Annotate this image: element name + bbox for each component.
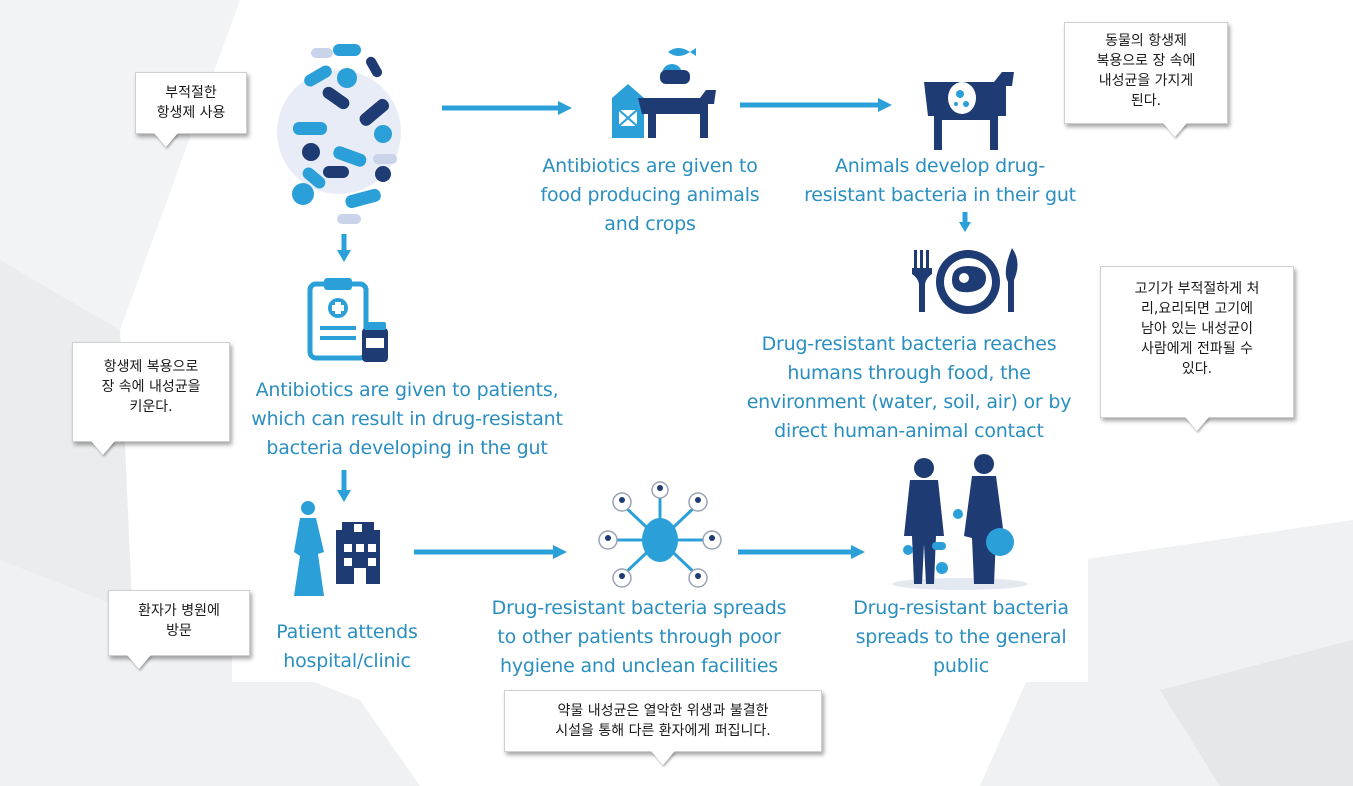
caption-spreads-patients: Drug-resistant bacteria spreads to other… <box>491 597 787 677</box>
pills-icon <box>277 44 401 224</box>
caption-patient-attends: Patient attends hospital/clinic <box>276 621 418 672</box>
callout-meat: 고기가 부적절하게 처 리,요리되면 고기에 남아 있는 내성균이 사람에게 전… <box>1100 266 1294 418</box>
caption-animals-develop: Animals develop drug- resistant bacteria… <box>804 155 1076 206</box>
caption-animals-given: Antibiotics are given to food producing … <box>540 155 760 235</box>
patient-hospital-icon <box>294 501 380 596</box>
caption-spreads-public: Drug-resistant bacteria spreads to the g… <box>853 597 1069 677</box>
arrow-patients-to-hospital <box>337 470 351 502</box>
callout-patient-gut: 항생제 복용으로 장 속에 내성균을 키운다. <box>72 342 230 442</box>
arrow-hospital-to-spread <box>414 545 567 559</box>
cow-gut-icon <box>924 72 1014 150</box>
meat-plate-icon <box>912 248 1018 314</box>
bacteria-network-icon <box>598 481 722 588</box>
arrow-gut-to-meat <box>959 212 971 232</box>
farm-cow-icon <box>612 48 716 138</box>
callout-misuse: 부적절한 항생제 사용 <box>135 72 247 134</box>
callout-hospital: 환자가 병원에 방문 <box>108 590 250 656</box>
callout-facilities: 약물 내성균은 열악한 위생과 불결한 시설을 통해 다른 환자에게 퍼집니다. <box>504 690 822 752</box>
arrow-pills-to-farm <box>442 101 572 115</box>
arrow-farm-to-gut <box>740 98 892 112</box>
arrow-pills-to-patients <box>337 234 351 262</box>
callout-animal-gut: 동물의 항생제 복용으로 장 속에 내성균을 가지게 된다. <box>1064 22 1228 124</box>
caption-reaches-humans: Drug-resistant bacteria reaches humans t… <box>746 333 1072 442</box>
clipboard-medicine-icon <box>307 278 388 362</box>
arrow-spread-to-public <box>738 545 865 559</box>
caption-patients-given: Antibiotics are given to patients, which… <box>251 379 563 459</box>
public-people-icon <box>892 454 1028 590</box>
